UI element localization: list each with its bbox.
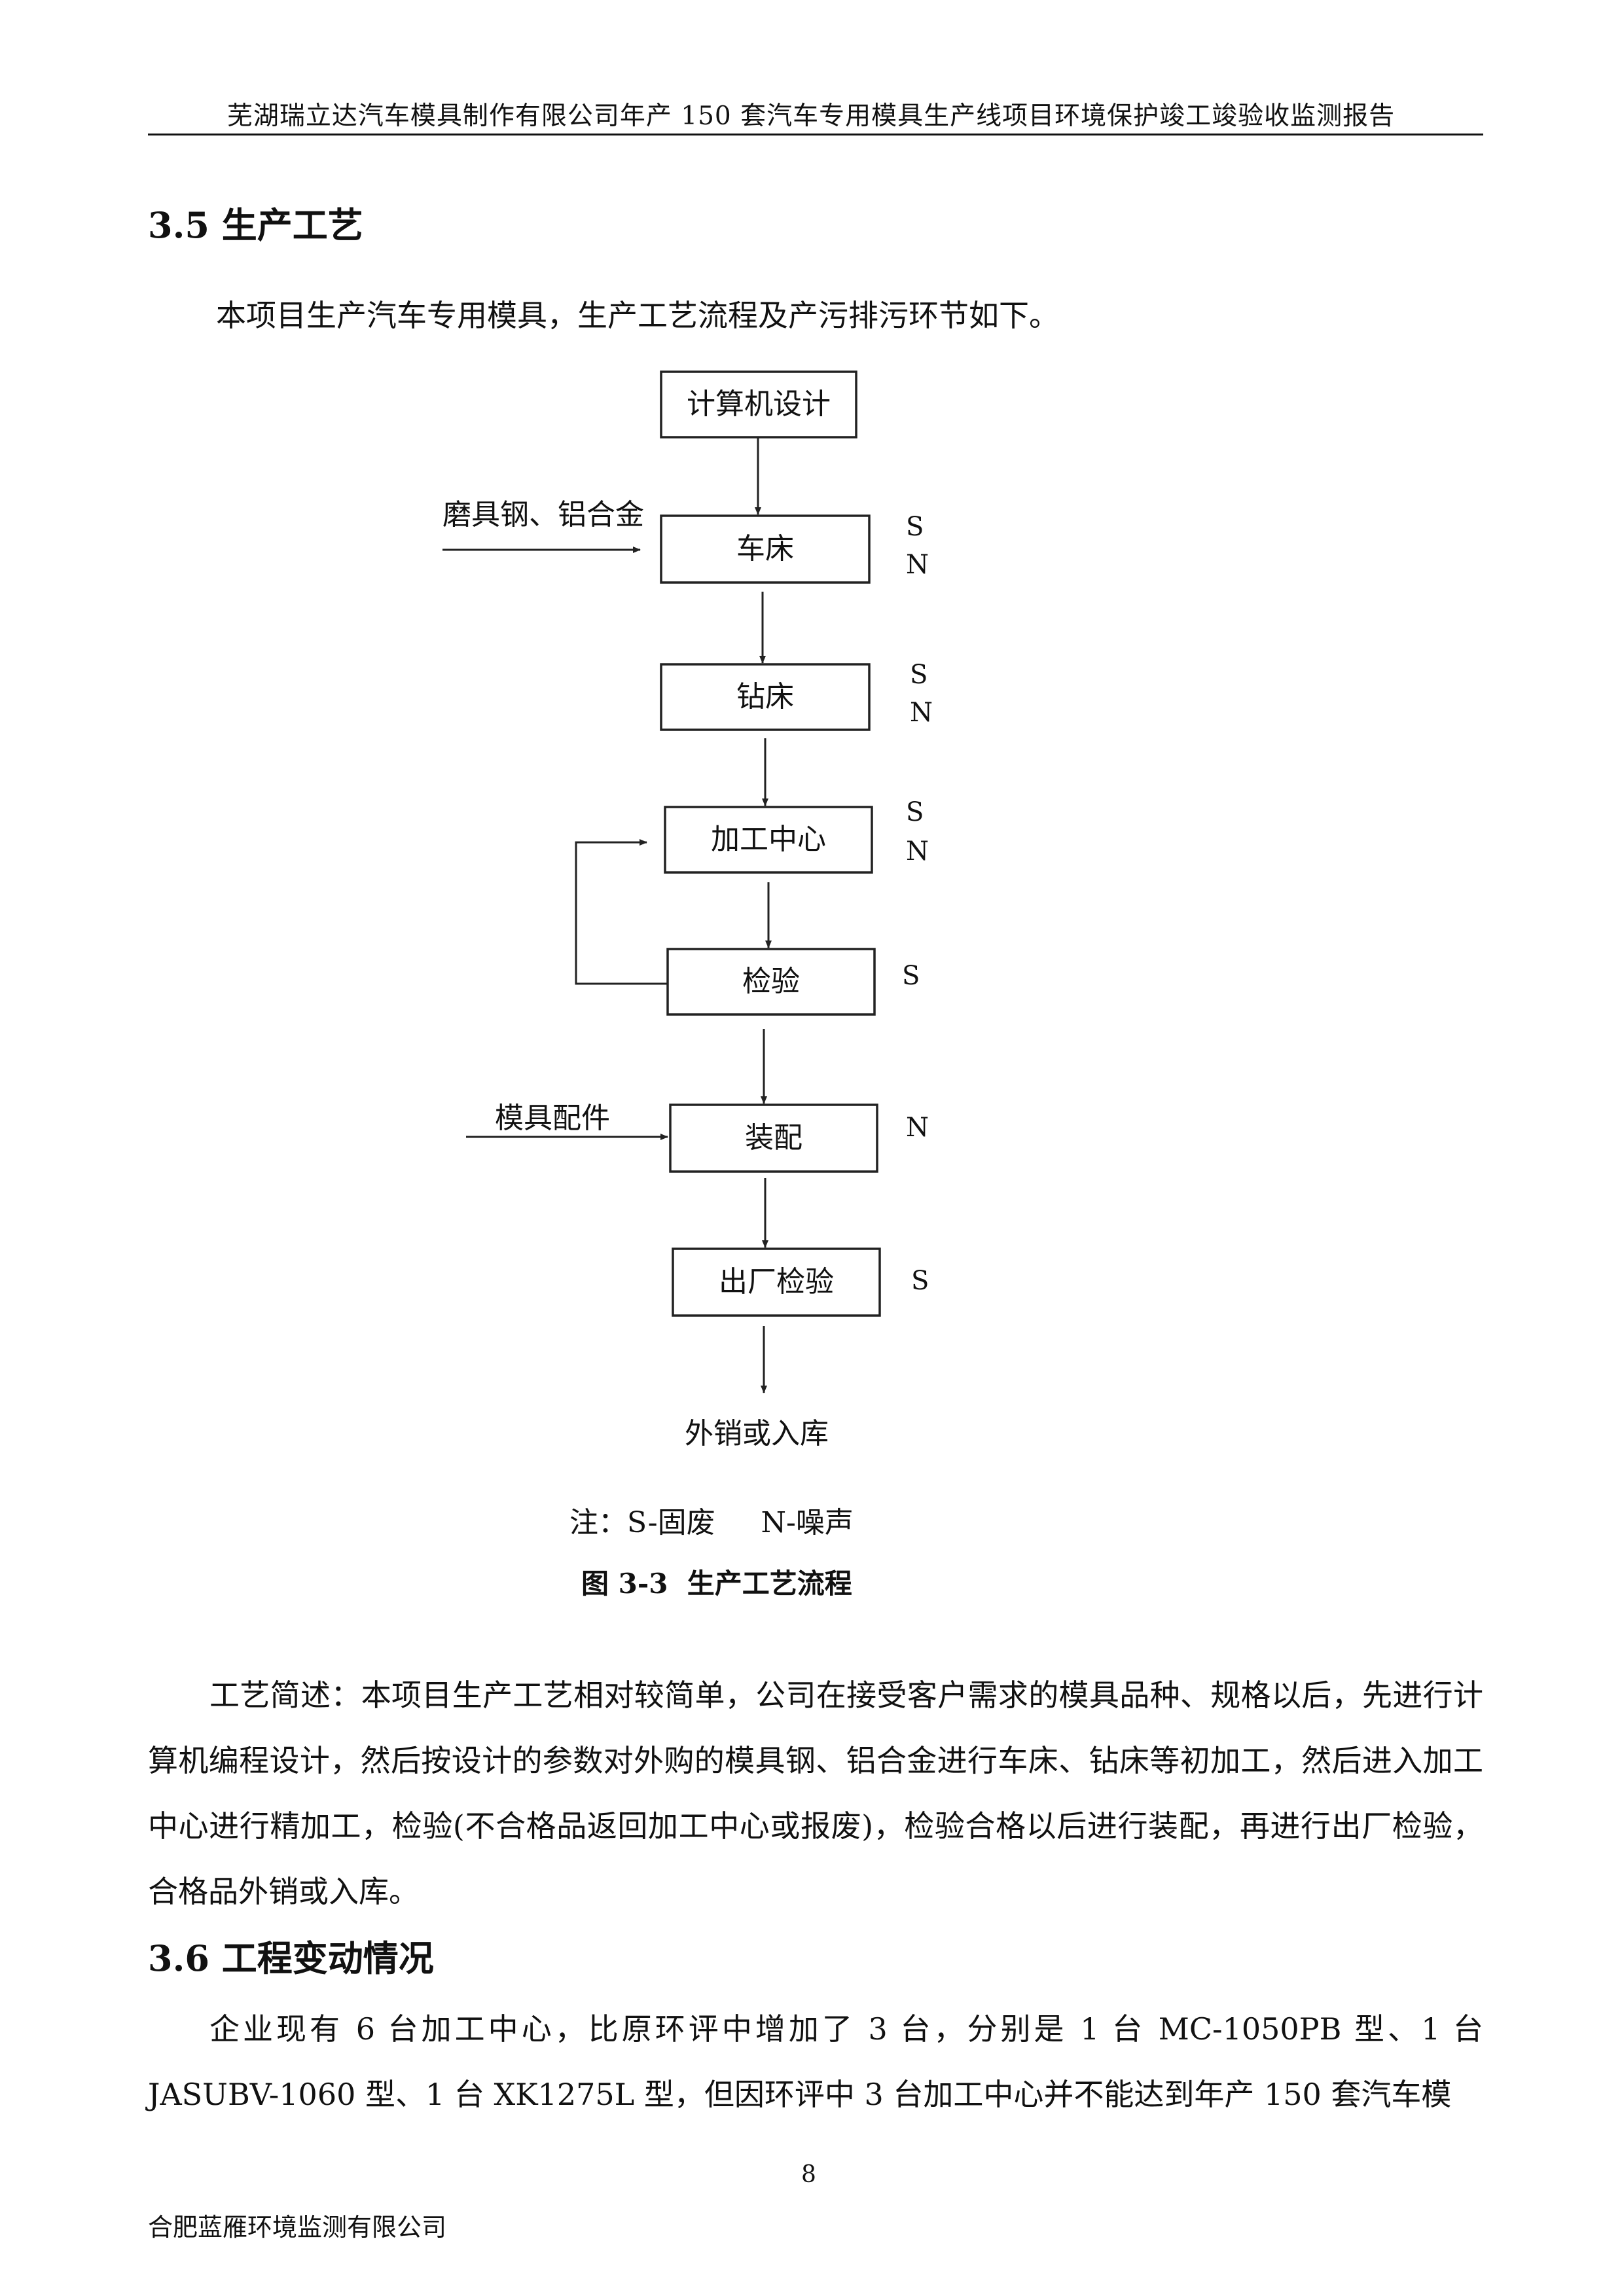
inspection-solid-waste-mark: S bbox=[902, 961, 920, 991]
final-inspection-solid-waste-mark: S bbox=[911, 1266, 929, 1296]
output-label: 外销或入库 bbox=[685, 1417, 829, 1450]
machining-noise-mark: N bbox=[906, 836, 929, 867]
node-box-final-inspect bbox=[672, 1247, 881, 1317]
drill-noise-mark: N bbox=[910, 698, 933, 728]
node-final-inspection: 出厂检验 bbox=[719, 1265, 834, 1299]
node-lathe: 车床 bbox=[736, 532, 794, 565]
running-header: 芜湖瑞立达汽车模具制作有限公司年产 150 套汽车专用模具生产线项目环境保护竣工… bbox=[226, 101, 1396, 131]
input-materials-label: 磨具钢、铝合金 bbox=[442, 498, 644, 531]
node-box-machining bbox=[664, 806, 873, 874]
process-description: 工艺简述：本项目生产工艺相对较简单，公司在接受客户需求的模具品种、规格以后，先进… bbox=[148, 1677, 1483, 1909]
page-number: 8 bbox=[801, 2161, 816, 2188]
section-3-6-title: 3.6 工程变动情况 bbox=[148, 1937, 434, 1979]
header-divider bbox=[148, 134, 1483, 135]
lathe-noise-mark: N bbox=[906, 550, 929, 580]
section-3-6-paragraph: 企业现有 6 台加工中心，比原环评中增加了 3 台，分别是 1 台 MC-105… bbox=[148, 2011, 1483, 2112]
node-drill: 钻床 bbox=[736, 680, 794, 713]
node-machining-center: 加工中心 bbox=[711, 823, 826, 856]
drill-solid-waste-mark: S bbox=[910, 660, 928, 690]
input-parts-label: 模具配件 bbox=[495, 1102, 610, 1135]
figure-caption: 图 3-3 生产工艺流程 bbox=[581, 1568, 852, 1600]
assembly-noise-mark: N bbox=[906, 1113, 929, 1143]
node-box-inspect bbox=[666, 948, 876, 1016]
flowchart-legend-note: 注：S-固废 N-噪声 bbox=[569, 1506, 854, 1539]
lathe-solid-waste-mark: S bbox=[906, 512, 924, 542]
node-box-assembly bbox=[669, 1103, 878, 1173]
process-flowchart bbox=[442, 370, 881, 1393]
arrow-rework-loop bbox=[575, 839, 668, 985]
node-design: 计算机设计 bbox=[687, 387, 831, 421]
node-box-drill bbox=[660, 663, 871, 731]
node-box-lathe bbox=[660, 514, 871, 584]
section-3-5-intro: 本项目生产汽车专用模具，生产工艺流程及产污排污环节如下。 bbox=[216, 298, 1059, 333]
node-assembly: 装配 bbox=[745, 1121, 802, 1155]
node-inspection: 检验 bbox=[742, 965, 800, 998]
section-3-5-title: 3.5 生产工艺 bbox=[148, 204, 363, 246]
machining-solid-waste-mark: S bbox=[906, 797, 924, 827]
footer-company: 合肥蓝雁环境监测有限公司 bbox=[148, 2213, 447, 2242]
